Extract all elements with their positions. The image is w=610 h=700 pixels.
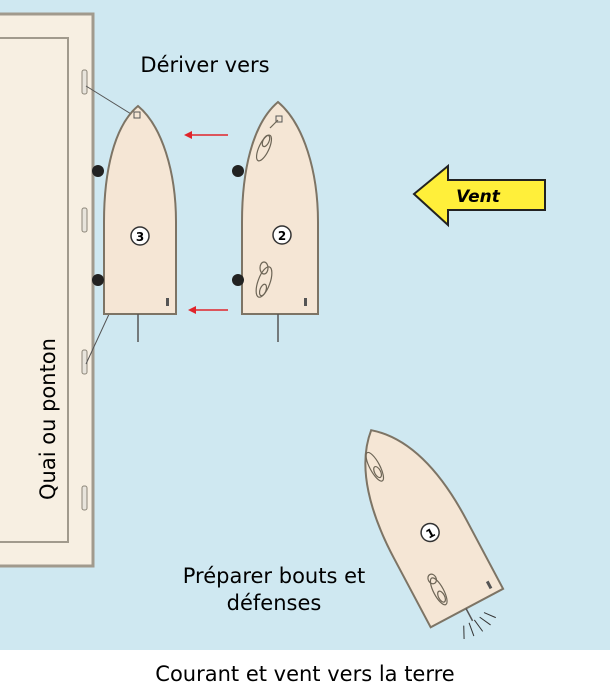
drift-label: Dériver vers [140,53,269,77]
prop-wash [463,612,496,640]
rudder [465,608,474,622]
boat-number-circle [130,226,150,246]
hull [103,104,177,315]
boat-3: 3 [103,104,177,342]
docking-diagram: Quai ou ponton 3 [0,0,610,650]
boat-number-circle [420,522,440,543]
boat-number: 2 [278,229,286,243]
fender [92,165,104,177]
boat-1: 1 [364,429,505,640]
drift-arrow [184,131,228,139]
water-area [0,0,610,650]
wind-label: Vent [456,187,501,207]
bow-cleat [275,115,283,123]
stern-cleat [304,298,307,306]
wind-arrow: Vent [412,163,546,228]
dock-cleat [81,349,88,375]
coiled-rope [365,451,385,482]
boat-number: 3 [136,230,144,244]
bow-cleat [133,111,141,119]
dock [0,12,95,568]
dock-cleat [81,485,88,511]
dock-cleat [81,207,88,233]
bow-line [85,85,137,118]
prepare-label: Préparer bouts et [183,564,365,588]
fender [92,274,104,286]
hull [241,100,319,315]
dock-inner [0,37,69,543]
fender [232,165,244,177]
fender [232,274,244,286]
coiled-rope [255,119,279,162]
coiled-rope [255,261,273,298]
prepare-label-line2: défenses [227,591,322,615]
stern-line [85,311,111,365]
dock-label: Quai ou ponton [36,338,60,500]
dock-cleat [81,69,88,95]
coiled-rope [427,573,448,606]
boat-2: 2 [241,100,319,342]
stern-cleat [485,580,493,590]
stern-cleat [166,298,169,306]
boat-number-circle [272,225,292,245]
wind-arrow-shape [412,163,546,228]
drift-arrow [188,306,228,314]
caption: Courant et vent vers la terre [155,662,455,686]
